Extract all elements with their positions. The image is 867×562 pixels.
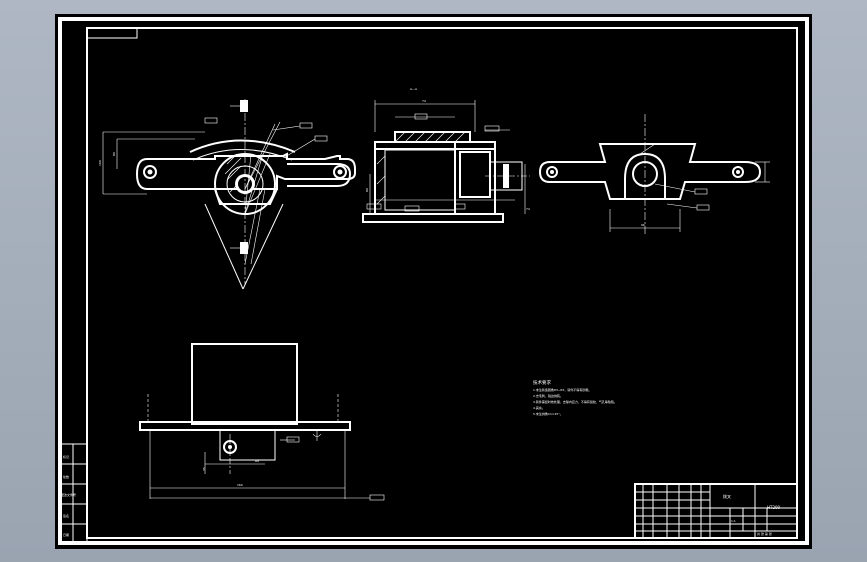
binding-label-2: 更改文件号 [61, 492, 76, 497]
dim-side-inner: 74 [526, 207, 530, 211]
tech-note-3: 4.其余。 [533, 405, 545, 410]
title-part-name: 拨叉 [723, 493, 731, 499]
tech-note-1: 2.去毛刺，锐边倒钝。 [533, 393, 563, 398]
outer-frame [58, 17, 809, 545]
dim-bottom-r: R8 [255, 459, 259, 463]
title-material: HT200 [767, 505, 781, 510]
drawing-sheet: 标记 处数 更改文件号 签名 日期 [55, 14, 812, 549]
dim-side-left: 80 [365, 188, 369, 192]
side-view-label: A—A [410, 87, 418, 91]
inner-frame [86, 27, 798, 539]
cad-drawing: 标记 处数 更改文件号 签名 日期 [58, 17, 809, 545]
right-view: 96 [538, 114, 770, 234]
title-sheet: 共 张 第 张 [757, 531, 772, 536]
corner-label-box [86, 27, 138, 39]
binding-label-4: 日期 [63, 532, 69, 537]
bottom-view: 160 35 R8 [139, 343, 385, 501]
title-scale: 1:1 [731, 519, 736, 523]
tech-note-0: 1.未注铸造圆角R3~R5，铸件不得有砂眼。 [533, 387, 591, 392]
tech-note-4: 5.未注倒角C1×45°。 [533, 411, 563, 416]
technical-notes: 技术要求 1.未注铸造圆角R3~R5，铸件不得有砂眼。 2.去毛刺，锐边倒钝。 … [533, 379, 617, 416]
binding-label-3: 签名 [63, 513, 69, 518]
binding-strip: 标记 处数 更改文件号 签名 日期 [59, 443, 88, 544]
tech-notes-heading: 技术要求 [533, 379, 551, 386]
dim-bottom-height: 35 [202, 467, 206, 471]
dim-side-top: 74 [422, 99, 426, 103]
front-view: 160 80 [98, 99, 356, 290]
binding-label-1: 处数 [63, 474, 69, 479]
tech-note-2: 3.铸件需经时效处理，去除内应力，不得有裂纹、气孔等缺陷。 [533, 399, 617, 404]
dim-right-width: 96 [641, 223, 645, 227]
side-section-view: A—A 74 [362, 87, 530, 223]
binding-label-0: 标记 [63, 454, 69, 459]
dim-front-sub: 80 [112, 152, 116, 156]
dim-front-height: 160 [98, 160, 102, 166]
title-block: 拨叉 HT200 1:1 共 张 第 张 [634, 483, 798, 539]
dim-bottom-width: 160 [237, 483, 243, 487]
